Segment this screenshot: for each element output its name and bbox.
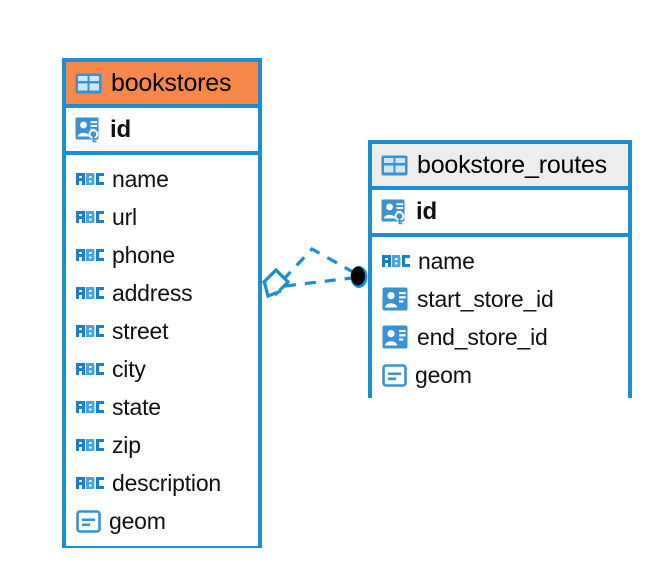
field-label: description — [112, 469, 222, 496]
abc-text-icon — [76, 209, 104, 225]
abc-text-icon — [76, 323, 104, 339]
field-label: state — [112, 393, 161, 420]
foreign-key-icon — [382, 325, 409, 349]
field-label: geom — [109, 507, 166, 534]
field-label: end_store_id — [417, 323, 548, 350]
entity-title: bookstore_routes — [417, 150, 607, 179]
abc-text-icon — [76, 399, 104, 415]
relationship-line-arc — [281, 246, 354, 282]
abc-text-icon — [76, 475, 104, 491]
primary-key-icon — [381, 198, 408, 225]
field-label: city — [112, 355, 146, 382]
abc-text-icon — [76, 437, 104, 453]
primary-key-row-bookstore-routes[interactable]: id — [372, 190, 628, 237]
field-row-address[interactable]: address — [66, 274, 258, 312]
field-label: start_store_id — [417, 285, 554, 312]
entity-title: bookstores — [111, 68, 232, 97]
field-list-bookstore-routes: name start_store_id — [372, 237, 628, 400]
field-row-geom[interactable]: geom — [66, 502, 258, 540]
abc-text-icon — [76, 361, 104, 377]
table-icon — [75, 73, 102, 94]
field-label: name — [418, 247, 475, 274]
field-row-name[interactable]: name — [372, 242, 628, 280]
relationship-line-straight — [284, 276, 353, 288]
field-label: address — [112, 279, 193, 306]
field-row-state[interactable]: state — [66, 388, 258, 426]
field-label: geom — [415, 361, 472, 388]
field-row-zip[interactable]: zip — [66, 426, 258, 464]
primary-key-label: id — [416, 197, 437, 225]
field-row-city[interactable]: city — [66, 350, 258, 388]
field-label: phone — [112, 241, 175, 268]
field-row-url[interactable]: url — [66, 198, 258, 236]
abc-text-icon — [76, 171, 104, 187]
field-label: zip — [112, 431, 141, 458]
primary-key-row-bookstores[interactable]: id — [66, 108, 258, 155]
abc-text-icon — [76, 285, 104, 301]
field-row-name[interactable]: name — [66, 160, 258, 198]
field-label: street — [112, 317, 169, 344]
entity-header-bookstores[interactable]: bookstores — [66, 62, 258, 108]
entity-header-bookstore-routes[interactable]: bookstore_routes — [372, 144, 628, 190]
field-label: url — [112, 203, 137, 230]
field-list-bookstores: name url — [66, 155, 258, 546]
table-icon — [381, 155, 408, 176]
primary-key-label: id — [110, 115, 131, 143]
entity-bookstore-routes[interactable]: bookstore_routes id — [368, 140, 632, 400]
abc-text-icon — [382, 253, 410, 269]
field-row-phone[interactable]: phone — [66, 236, 258, 274]
field-row-street[interactable]: street — [66, 312, 258, 350]
field-row-end-store-id[interactable]: end_store_id — [372, 318, 628, 356]
entity-bookstores[interactable]: bookstores id — [62, 58, 262, 548]
blob-geometry-icon — [382, 363, 407, 387]
abc-text-icon — [76, 247, 104, 263]
primary-key-icon — [75, 116, 102, 143]
blob-geometry-icon — [76, 509, 101, 533]
field-label: name — [112, 165, 169, 192]
field-row-description[interactable]: description — [66, 464, 258, 502]
relationship-dot-marker — [350, 266, 368, 288]
field-row-geom[interactable]: geom — [372, 356, 628, 394]
foreign-key-icon — [382, 287, 409, 311]
relationship-diamond-marker — [261, 267, 291, 299]
field-row-start-store-id[interactable]: start_store_id — [372, 280, 628, 318]
